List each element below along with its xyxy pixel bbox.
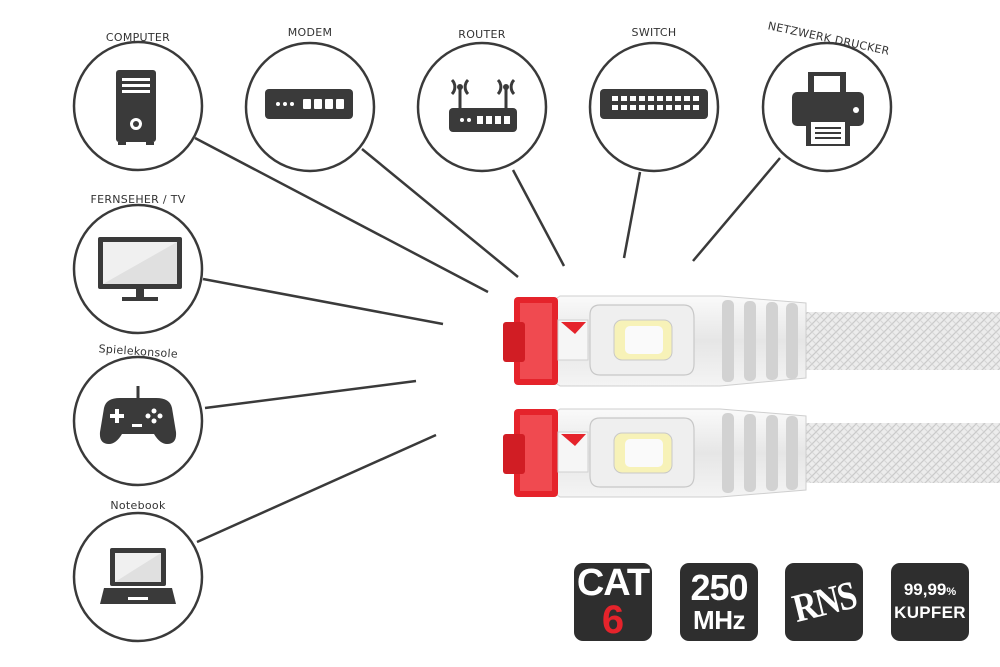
copper-percent: 99,99% <box>903 580 957 599</box>
switch-label: SWITCH <box>632 26 677 39</box>
copper-label: KUPFER <box>894 603 966 622</box>
network-switch-icon <box>600 89 708 119</box>
rns-text: RNS <box>787 572 860 631</box>
cat-text: CAT <box>576 563 650 604</box>
monitor-icon <box>98 237 182 301</box>
frequency-badge: 250 MHz <box>680 563 758 641</box>
router-label: ROUTER <box>458 28 506 41</box>
computer-tower-icon <box>116 70 156 145</box>
ethernet-cable-bottom <box>503 408 1000 498</box>
copper-badge: 99,99% KUPFER <box>891 563 969 641</box>
connection-lines <box>194 136 781 544</box>
gamepad-icon <box>99 386 177 444</box>
modem-label: MODEM <box>288 26 333 39</box>
notebook-label: Notebook <box>110 499 166 512</box>
cat6-badge: CAT 6 <box>574 563 652 641</box>
laptop-icon <box>100 548 176 604</box>
printer-icon <box>792 72 864 146</box>
frequency-value: 250 <box>690 567 748 608</box>
router-icon <box>449 78 517 132</box>
ethernet-cable-top <box>503 295 1000 387</box>
console-label: Spielekonsole <box>98 342 178 361</box>
rns-badge: RNS <box>785 563 863 641</box>
tv-label: FERNSEHER / TV <box>90 193 185 206</box>
frequency-unit: MHz <box>693 605 745 635</box>
computer-label: COMPUTER <box>106 31 170 44</box>
cat-number: 6 <box>601 598 625 641</box>
modem-icon <box>265 89 353 119</box>
